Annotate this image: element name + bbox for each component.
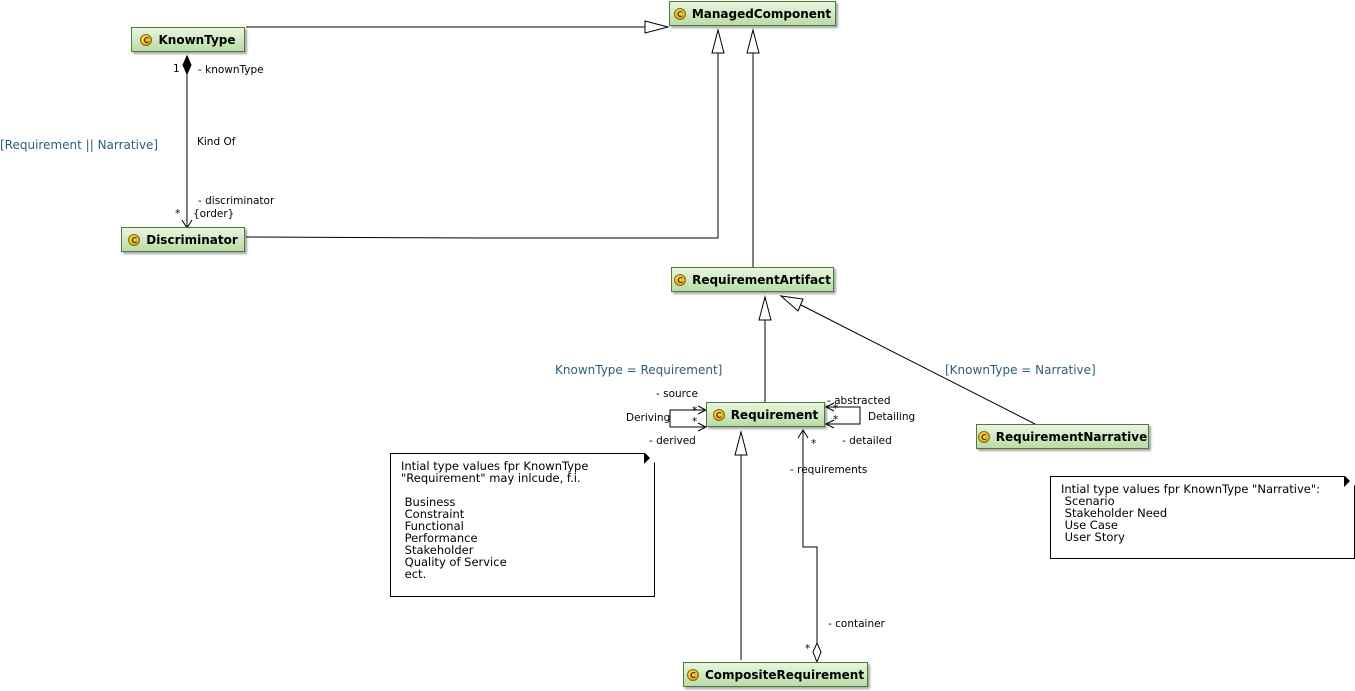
deriving-source-multiplicity: * [692,405,698,417]
class-name: Discriminator [146,232,238,247]
note-line: Intial type values fpr KnownType [401,459,589,473]
class-icon: C [674,273,687,286]
container-multiplicity: * [805,643,811,655]
note-line: Intial type values fpr KnownType "Narrat… [1061,482,1321,496]
class-composite-requirement[interactable]: C CompositeRequirement [683,662,868,687]
class-icon: C [977,430,990,443]
condition-known-type-requirement: KnownType = Requirement] [555,363,723,377]
note-line: ect. [401,567,427,581]
class-icon: C [128,233,141,246]
class-name: ManagedComponent [691,6,832,21]
class-name: RequirementNarrative [995,429,1148,444]
note-line: Performance [401,531,478,545]
source-role: - source [656,388,698,400]
note-fold [644,454,654,464]
known-type-role: - knownType [198,64,264,76]
class-icon: C [140,33,153,46]
generalization-knowntype-managedcomponent[interactable] [246,20,670,34]
detailing-label: Detailing [868,411,916,423]
class-name: KnownType [158,32,236,47]
derived-role: - derived [649,435,696,447]
class-requirement[interactable]: C Requirement [706,402,825,427]
condition-requirement-or-narrative: [Requirement || Narrative] [0,138,159,152]
note-line: "Requirement" may inlcude, f.i. [401,471,581,485]
note-line: Business [401,495,456,509]
deriving-derived-multiplicity: * [692,416,698,428]
abstracted-role: - abstracted [827,395,891,407]
class-name: Requirement [730,407,819,422]
note-line: Stakeholder [401,543,474,557]
kind-of-label: Kind Of [197,136,236,148]
generalization-requirement-requirementartifact[interactable] [758,295,772,402]
class-requirement-narrative[interactable]: C RequirementNarrative [976,424,1149,449]
class-requirement-artifact[interactable]: C RequirementArtifact [671,267,834,292]
generalization-narrative-requirementartifact[interactable] [779,295,1036,425]
note-requirement-types: Intial type values fpr KnownType"Require… [390,453,655,597]
association-deriving[interactable] [669,405,708,432]
generalization-discriminator-managedcomponent[interactable] [245,28,725,239]
note-line: Stakeholder Need [1061,506,1168,520]
note-line: Use Case [1061,518,1118,532]
note-line: User Story [1061,530,1125,544]
condition-known-type-narrative: [KnownType = Narrative] [945,363,1096,377]
known-type-multiplicity: 1 [173,63,180,75]
aggregation-composite-requirement[interactable] [797,429,822,664]
association-detailing[interactable] [824,402,861,429]
detailing-detailed-multiplicity: * [833,414,839,426]
discriminator-role: - discriminator [198,195,275,207]
class-discriminator[interactable]: C Discriminator [121,227,245,252]
container-role: - container [828,618,885,630]
class-icon: C [686,668,699,681]
note-line: Quality of Service [401,555,507,569]
discriminator-multiplicity: * [175,208,181,220]
class-name: RequirementArtifact [692,272,831,287]
class-icon: C [712,408,725,421]
requirements-role: - requirements [790,464,868,476]
note-narrative-types: Intial type values fpr KnownType "Narrat… [1050,476,1355,559]
note-fold [1344,477,1354,487]
class-name: CompositeRequirement [704,667,865,682]
class-icon: C [673,7,686,20]
note-line: Scenario [1061,494,1115,508]
composition-knowntype-discriminator[interactable] [181,54,193,229]
detailing-abstracted-multiplicity: * [833,403,839,415]
class-managed-component[interactable]: C ManagedComponent [669,1,836,26]
requirements-multiplicity: * [811,438,817,450]
generalization-requirementartifact-managedcomponent[interactable] [746,28,760,268]
detailed-role: - detailed [842,435,892,447]
note-line: Constraint [401,507,465,521]
class-known-type[interactable]: C KnownType [131,27,245,52]
deriving-label: Deriving [626,412,671,424]
generalization-composite-requirement[interactable] [734,430,748,660]
note-line: Functional [401,519,464,533]
discriminator-order: {order} [193,208,235,220]
